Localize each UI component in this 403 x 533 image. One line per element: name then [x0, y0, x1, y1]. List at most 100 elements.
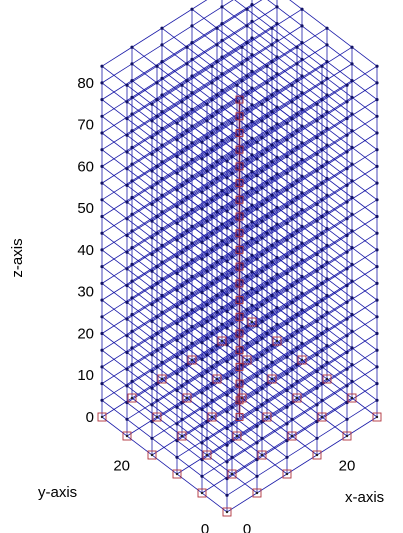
lattice-node: [185, 229, 189, 233]
frame-beam-y: [101, 182, 228, 279]
lattice-node: [185, 179, 189, 183]
lattice-node: [290, 217, 294, 221]
lattice-node: [160, 310, 164, 314]
lattice-node: [350, 296, 354, 300]
base-support-marker: [97, 412, 107, 422]
lattice-node: [160, 243, 164, 247]
lattice-node: [155, 315, 159, 319]
lattice-node: [225, 176, 229, 180]
lattice-node: [210, 131, 214, 135]
lattice-node: [265, 81, 269, 85]
lattice-node: [180, 100, 184, 104]
lattice-node: [275, 55, 279, 59]
lattice-node: [270, 210, 274, 214]
lattice-node: [260, 202, 264, 206]
lattice-node: [200, 207, 204, 211]
lattice-node: [125, 100, 129, 104]
lattice-node: [320, 281, 324, 285]
lattice-node: [220, 189, 224, 193]
lattice-node: [375, 265, 379, 269]
base-support-marker: [212, 374, 222, 384]
lattice-node: [375, 114, 379, 118]
base-support-dot: [150, 453, 154, 457]
lattice-node: [285, 422, 289, 426]
frame-beam-y: [101, 316, 228, 413]
lattice-node: [300, 274, 304, 279]
lattice-node: [290, 317, 294, 321]
lattice-node: [285, 171, 289, 175]
lattice-node: [265, 281, 269, 285]
lattice-node: [350, 129, 354, 133]
core-column-marker: [235, 162, 244, 171]
lattice-node: [245, 74, 249, 78]
lattice-node: [125, 267, 129, 271]
lattice-node: [345, 150, 349, 154]
core-column-marker: [235, 95, 244, 104]
base-support-dot: [270, 377, 274, 381]
lattice-node: [155, 231, 159, 235]
lattice-node: [125, 133, 129, 137]
base-support-marker: [152, 412, 162, 422]
lattice-node: [180, 167, 184, 171]
lattice-node: [230, 405, 234, 409]
lattice-node: [125, 150, 129, 154]
lattice-node: [130, 246, 134, 250]
lattice-node: [315, 369, 319, 374]
lattice-node: [225, 226, 229, 230]
lattice-node: [375, 315, 379, 319]
lattice-node: [155, 181, 159, 185]
lattice-node: [345, 100, 349, 104]
lattice-node: [150, 236, 154, 240]
lattice-node: [190, 41, 194, 45]
lattice-node: [185, 95, 189, 99]
base-support-marker: [202, 450, 212, 460]
lattice-node: [225, 426, 229, 431]
z-tick-label: 10: [77, 367, 94, 384]
lattice-node: [300, 224, 304, 228]
lattice-node: [185, 262, 189, 266]
lattice-node: [325, 327, 329, 331]
base-support-dot: [190, 358, 194, 362]
base-support-marker: [267, 374, 277, 384]
lattice-node: [175, 422, 179, 426]
lattice-node: [160, 210, 164, 214]
frame-beam-y: [101, 149, 228, 246]
lattice-node: [180, 417, 184, 421]
lattice-node: [190, 308, 194, 312]
frame-beam-y: [101, 366, 228, 463]
base-support-dot: [210, 415, 214, 419]
lattice-node: [295, 296, 299, 300]
lattice-node: [315, 286, 319, 290]
frame-beam-y: [131, 297, 258, 394]
lattice-node: [185, 329, 189, 333]
base-support-dot: [185, 396, 189, 400]
lattice-node: [160, 260, 164, 264]
lattice-node: [200, 140, 204, 144]
base-support-marker: [282, 469, 292, 479]
lattice-node: [350, 379, 354, 383]
lattice-node: [185, 195, 189, 200]
base-support-dot: [320, 415, 324, 419]
base-support-dot: [300, 358, 304, 362]
lattice-node: [125, 250, 129, 254]
z-tick-label: 60: [77, 158, 94, 175]
lattice-node: [185, 112, 189, 116]
frame-beam-y: [131, 130, 258, 227]
lattice-node: [245, 174, 249, 178]
lattice-node: [185, 62, 189, 66]
lattice-node: [315, 319, 319, 323]
lattice-node: [260, 236, 264, 240]
lattice-node: [215, 293, 219, 298]
lattice-node: [275, 22, 279, 26]
base-support-marker: [227, 469, 237, 479]
lattice-node: [300, 7, 304, 11]
lattice-node: [175, 155, 179, 159]
lattice-node: [345, 200, 349, 204]
lattice-node: [180, 317, 184, 321]
lattice-node: [190, 124, 194, 128]
lattice-node: [320, 198, 324, 202]
lattice-node: [180, 150, 184, 154]
lattice-node: [285, 372, 289, 376]
lattice-node: [250, 19, 254, 23]
frame-beam-y: [101, 232, 228, 329]
